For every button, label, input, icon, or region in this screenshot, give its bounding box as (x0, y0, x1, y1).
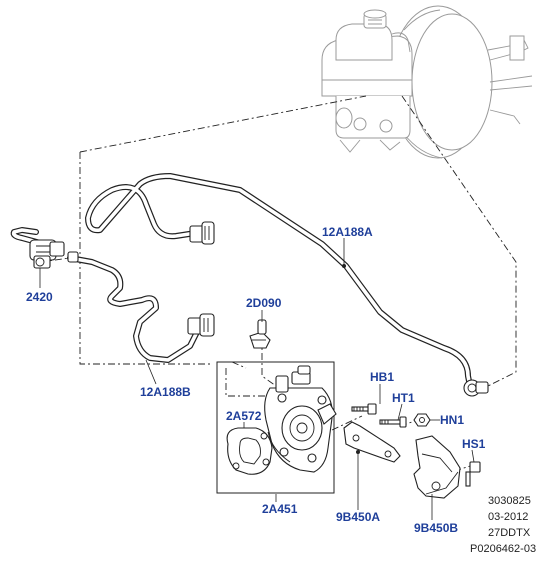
reference-line-1: 3030825 (488, 495, 531, 507)
callout-12a188a: 12A188A (322, 225, 373, 239)
callout-2d090: 2D090 (246, 296, 282, 310)
bracket-9b450a (343, 421, 401, 463)
vacuum-hose-12a188b (67, 255, 201, 363)
bracket-9b450b (413, 435, 461, 499)
hose-end-nozzle (67, 251, 79, 263)
vacuum-hose-12a188a (85, 173, 473, 389)
vacuum-pump-2a451 (264, 365, 337, 473)
pump-group-frame (216, 361, 335, 494)
callout-2a572: 2A572 (226, 409, 262, 423)
stud-ht1 (379, 416, 407, 428)
reference-line-4: P0206462-03 (470, 543, 537, 555)
callout-hb1: HB1 (370, 370, 395, 384)
hose-connector-lower (187, 313, 215, 337)
booster-elbow-connector (463, 379, 489, 397)
sensor-pigtail-hose (10, 227, 47, 247)
callout-2a451: 2A451 (262, 502, 298, 516)
check-valve-2d090 (249, 319, 271, 349)
leader-lines (39, 238, 475, 520)
bolt-hs1 (465, 461, 481, 487)
reference-line-3: 27DDTX (488, 527, 531, 539)
callout-12a188b: 12A188B (140, 385, 191, 399)
callout-hn1: HN1 (440, 413, 465, 427)
callout-9b450a: 9B450A (336, 510, 381, 524)
callout-2420: 2420 (26, 290, 53, 304)
callout-9b450b: 9B450B (414, 521, 459, 535)
reference-line-2: 03-2012 (488, 511, 529, 523)
callout-ht1: HT1 (392, 391, 415, 405)
bolt-hb1 (351, 403, 377, 415)
nut-hn1 (413, 413, 431, 427)
hose-connector-upper (189, 221, 215, 245)
callout-hs1: HS1 (462, 437, 486, 451)
gasket-2a572 (226, 427, 273, 475)
vacuum-sensor-2420 (29, 239, 65, 269)
brake-booster-assembly (321, 5, 533, 159)
